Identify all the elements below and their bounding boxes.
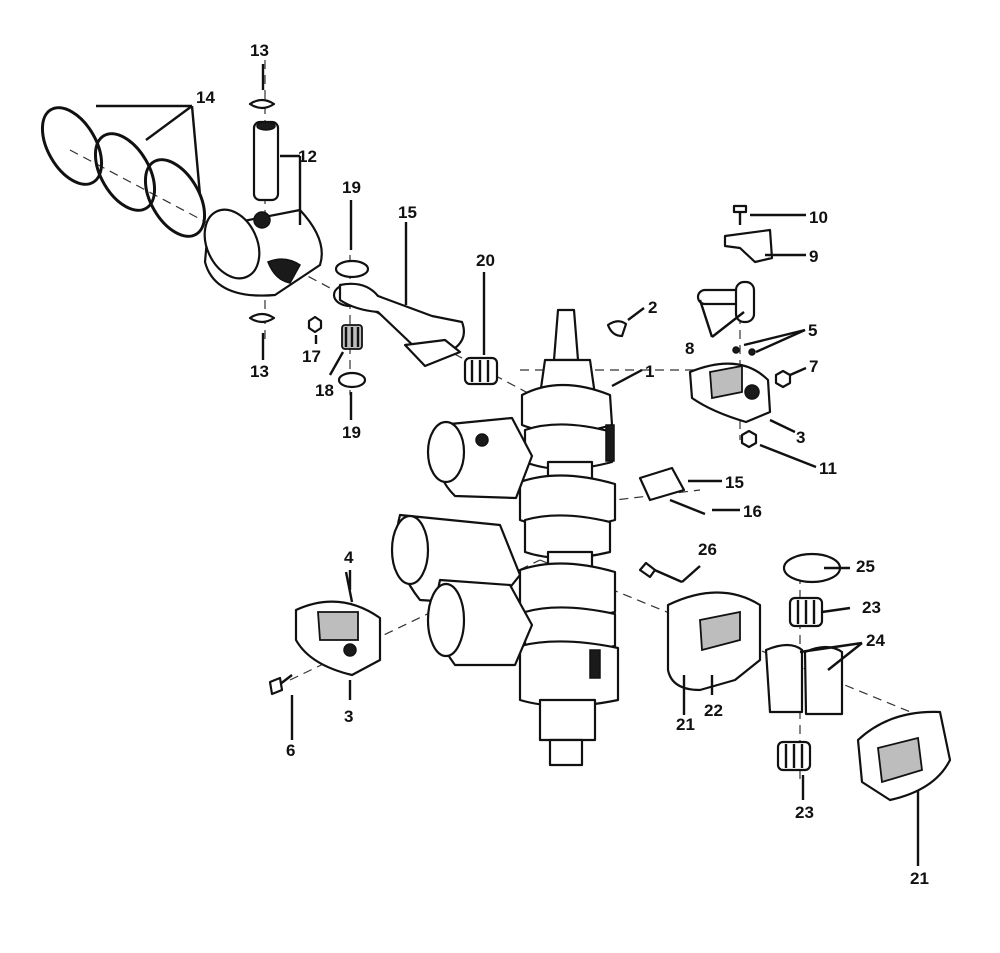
callout-15-mid: 15	[725, 473, 744, 492]
callout-23-top: 23	[862, 598, 881, 617]
callout-5: 5	[808, 321, 817, 340]
callout-labels: 1 2 3 3 4 5 6 7 8 9 10 11 12 13 13 14 15…	[196, 41, 929, 888]
piston-top	[203, 208, 323, 297]
callout-7: 7	[809, 357, 818, 376]
callout-16: 16	[743, 502, 762, 521]
connecting-rod	[307, 259, 465, 389]
callout-20: 20	[476, 251, 495, 270]
callout-4: 4	[344, 548, 354, 567]
bearing-cage-upper	[688, 362, 772, 424]
callout-24: 24	[866, 631, 885, 650]
callout-19-top: 19	[342, 178, 361, 197]
callout-10: 10	[809, 208, 828, 227]
callout-15-top: 15	[398, 203, 417, 222]
piston-rings	[40, 106, 207, 238]
callout-22: 22	[704, 701, 723, 720]
callout-6: 6	[286, 741, 295, 760]
callout-18: 18	[315, 381, 334, 400]
woodruff-key	[606, 320, 628, 338]
callout-13-top: 13	[250, 41, 269, 60]
callout-2: 2	[648, 298, 657, 317]
callout-17: 17	[302, 347, 321, 366]
callout-3-upper: 3	[796, 428, 805, 447]
callout-23-bottom: 23	[795, 803, 814, 822]
callout-11: 11	[819, 459, 837, 478]
main-bearing-assembly	[666, 552, 952, 802]
callout-21-bottom: 21	[910, 869, 929, 888]
callout-14: 14	[196, 88, 215, 107]
callout-13-bottom: 13	[250, 362, 269, 381]
bearing-cage-lower	[294, 600, 382, 677]
callout-3-lower: 3	[344, 707, 353, 726]
pistons-assembled	[390, 416, 534, 667]
crankshaft	[518, 308, 620, 767]
callout-1: 1	[645, 362, 654, 381]
callout-9: 9	[809, 247, 818, 266]
callout-21-mid: 21	[676, 715, 695, 734]
callout-26: 26	[698, 540, 717, 559]
leader-lines	[96, 64, 920, 866]
callout-8: 8	[685, 339, 694, 358]
callout-12: 12	[298, 147, 317, 166]
callout-25: 25	[856, 557, 875, 576]
needle-bearing-20	[463, 356, 499, 386]
wrist-pin	[248, 98, 280, 324]
callout-19-bottom: 19	[342, 423, 361, 442]
